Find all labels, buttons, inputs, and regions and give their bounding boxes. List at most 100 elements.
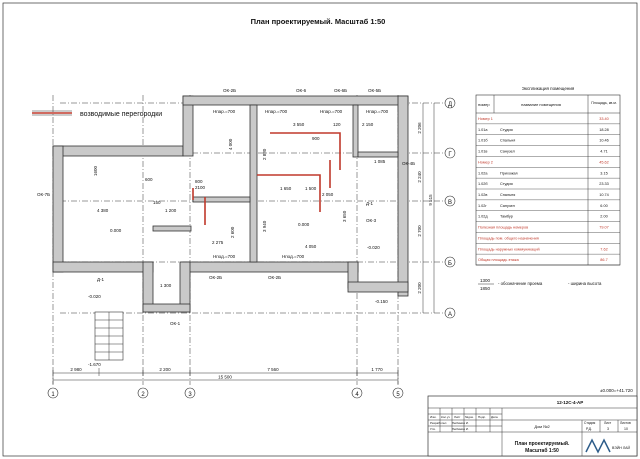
label-level-zero-1: 0.000 <box>110 228 122 233</box>
dim-bottom-3: 7 560 <box>267 367 279 372</box>
stamp-header-date: Дата <box>491 415 498 419</box>
stamp-house: Дом №2 <box>534 424 550 429</box>
explication-row-area: 10.74 <box>599 193 609 197</box>
window-legend-bottom: 1850 <box>480 286 491 291</box>
explication-row-num: 1.02д <box>478 215 488 219</box>
label-level-m150: -0.150 <box>375 299 388 304</box>
explication-row-area: 10.46 <box>599 139 609 143</box>
dim-bottom-2: 2 200 <box>159 367 171 372</box>
label-npod-1: Нпод.=700 <box>213 254 236 259</box>
stamp-sheet-header: Лист <box>604 421 612 425</box>
stamp-company: ВЭЙН ЛАЙ <box>612 446 630 450</box>
label-ok3: ОК-3 <box>366 218 377 223</box>
label-ok2b: ОК-2Б <box>223 88 236 93</box>
explication-header-num: номер <box>478 102 490 107</box>
explication-row-num: Полезная площадь номеров <box>478 226 528 230</box>
stamp-plan-title: План проектируемый. <box>515 440 570 447</box>
label-hpar-2: Нпар.=700 <box>265 109 288 114</box>
dim-2275: 2 275 <box>212 240 224 245</box>
stamp-header-izm: Изм. <box>430 415 437 419</box>
axis-number-3: 3 <box>188 392 192 398</box>
dim-bottom-1: 2 980 <box>70 367 82 372</box>
explication-row-area: 2.00 <box>600 215 607 219</box>
dim-4380: 4 380 <box>97 208 109 213</box>
axis-letter-d: Д <box>448 102 452 108</box>
explication-row-num: Общая площадь этажа <box>478 258 520 262</box>
explication-row-num: 1.02в <box>478 193 487 197</box>
dim-4000: 4 000 <box>228 138 233 150</box>
label-ok5b: ОК-5Б <box>368 88 381 93</box>
explication-row-num: Площадь пом. общего назначения <box>478 236 539 240</box>
dim-right-total: 9 515 <box>428 194 433 206</box>
dim-right-1: 2 206 <box>417 122 422 134</box>
dim-2050: 2 050 <box>322 192 334 197</box>
top-inner-dim-2: 120 <box>333 122 341 127</box>
explication-row-area: 33.40 <box>599 117 609 121</box>
axis-number-2: 2 <box>141 392 145 398</box>
label-ok4b: ОК-4Б <box>402 161 415 166</box>
axis-letter-v: В <box>448 200 452 206</box>
dim-3650: 3 650 <box>342 210 347 222</box>
axis-number-bubbles: 1 2 3 4 5 <box>47 387 404 399</box>
label-level-zero-2: 0.000 <box>298 222 310 227</box>
explication-row-area: 45.62 <box>599 160 609 164</box>
axis-number-1: 1 <box>51 392 55 398</box>
dim-right-3: 2 700 <box>417 225 422 237</box>
dim-1200: 1 200 <box>165 208 177 213</box>
building-walls <box>52 95 409 313</box>
partition-legend-label: возводимые перегородки <box>80 111 162 118</box>
stamp-stage: Р.Д. <box>586 427 592 431</box>
stamp-role-1: Разработал <box>430 421 447 425</box>
stamp-sheets-header: Листов <box>620 421 631 425</box>
window-legend-top: 1300 <box>480 278 491 283</box>
bottom-dimension-chain: 2 980 2 200 7 560 1 770 15 500 <box>52 367 399 384</box>
explication-row-name: Студия <box>500 128 513 132</box>
company-logo <box>585 438 611 454</box>
stamp-code: 12-12С-4-АР <box>557 400 584 405</box>
explication-row-name: Тамбур <box>500 215 513 219</box>
dim-1300: 1 300 <box>160 283 172 288</box>
dim-2100: 2100 <box>195 185 206 190</box>
dim-3940: 3 940 <box>262 220 267 232</box>
stamp-role-2: Утв. <box>430 427 436 431</box>
stamp-name-2: Любимов И. <box>452 427 469 431</box>
label-level-m020: -0.020 <box>367 245 380 250</box>
dim-600: 600 <box>145 177 153 182</box>
explication-row-area: 18.28 <box>599 128 609 132</box>
dim-right-2: 2 240 <box>417 171 422 183</box>
porch-stairs <box>94 311 124 361</box>
stamp-sheet: 3 <box>607 427 609 431</box>
top-inner-dim-1: 3 550 <box>293 122 305 127</box>
explication-header-name: название помещения <box>521 102 561 107</box>
right-dimension-chain: 2 206 2 240 2 700 2 200 9 515 <box>417 103 435 313</box>
label-ok6b: ОК-6Б <box>334 88 347 93</box>
new-partitions <box>192 132 341 225</box>
stamp-name-1: Любимов И. <box>452 421 469 425</box>
explication-row-area: 3.15 <box>600 171 607 175</box>
explication-row-area: 86.7 <box>600 258 607 262</box>
explication-row-num: 1.02а <box>478 171 488 175</box>
label-hpar-4: Нпар.=700 <box>366 109 389 114</box>
dim-1600: 1600 <box>93 165 98 176</box>
explication-row-name: Санузел <box>500 150 515 154</box>
dim-4050: 4 050 <box>305 244 317 249</box>
dim-800: 800 <box>195 179 203 184</box>
explication-row-num: Площадь наружных коммуникаций <box>478 247 540 251</box>
label-hpar-3: Нпар.=700 <box>320 109 343 114</box>
explication-row-num: 1.01б <box>478 139 488 143</box>
explication-row-name: Спальня <box>500 139 515 143</box>
axis-letter-g: Г <box>448 152 452 158</box>
explication-row-name: Прихожая <box>500 171 518 175</box>
window-legend: 1300 1850 - обозначение проема - ширина … <box>478 278 602 291</box>
dim-1500: 1 500 <box>305 186 317 191</box>
label-hpar-1: Нпар.=700 <box>213 109 236 114</box>
dim-2600: 2 600 <box>230 226 235 238</box>
stamp-plan-scale: Масштаб 1:50 <box>525 447 559 454</box>
label-ok2b-bottom-2: ОК-2Б <box>268 275 281 280</box>
explication-row-num: 1.01в <box>478 150 487 154</box>
dim-bottom-total: 15 500 <box>218 375 232 380</box>
axis-number-4: 4 <box>355 392 359 398</box>
dim-bottom-4: 1 770 <box>371 367 383 372</box>
